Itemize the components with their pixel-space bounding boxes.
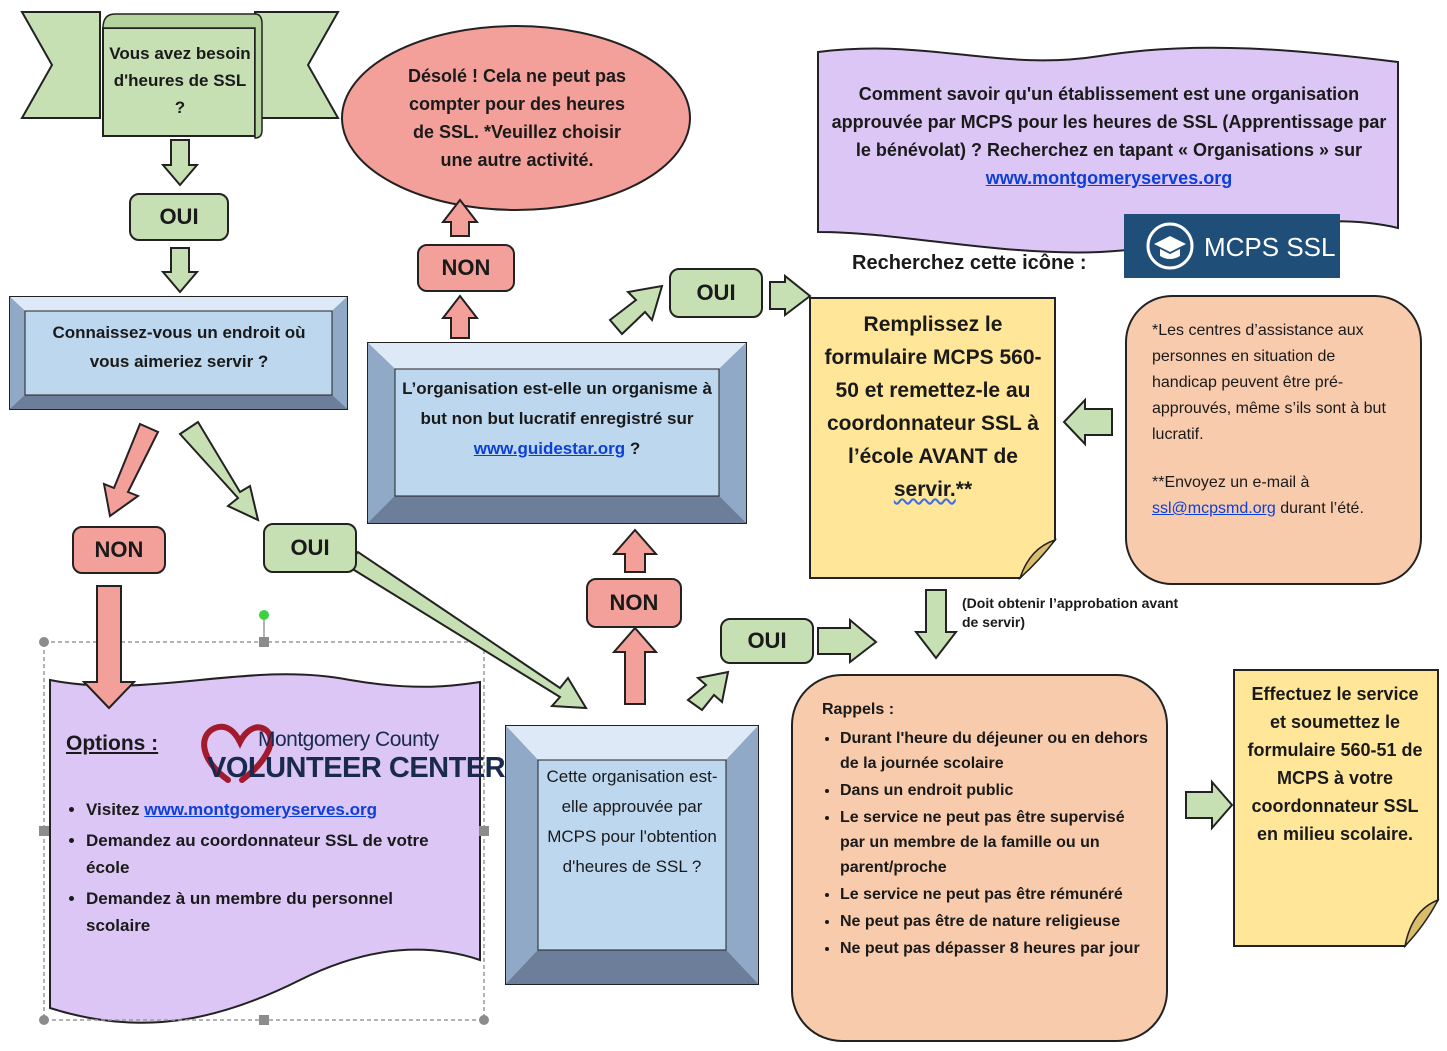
oui-label-4: OUI [720, 618, 814, 664]
fill-form-servir: servir. [893, 478, 956, 501]
list-item: Dans un endroit public [840, 778, 1152, 803]
how-to-know-banner [817, 46, 1399, 254]
guidestar-link[interactable]: www.guidestar.org [473, 439, 626, 458]
montgomeryserves-link-2[interactable]: www.montgomeryserves.org [144, 800, 377, 819]
start-ribbon [20, 11, 340, 139]
list-item: Ne peut pas être de nature religieuse [840, 909, 1152, 934]
option-prefix: Visitez [86, 800, 145, 819]
resize-handle-tl[interactable] [39, 637, 49, 647]
know-place-box [9, 296, 348, 410]
resize-handle-l[interactable] [39, 826, 49, 836]
list-item: Ne peut pas dépasser 8 heures par jour [840, 936, 1152, 961]
nonprofit-box [367, 342, 747, 524]
reminders-content: Rappels : Durant l'heure du déjeuner ou … [822, 697, 1152, 963]
search-icon-label: Recherchez cette icône : [852, 252, 1087, 274]
approved-box [505, 725, 759, 985]
arrow [81, 198, 659, 710]
oui-label-3: OUI [263, 523, 357, 573]
list-item: Le service ne peut pas être rémunéré [840, 882, 1152, 907]
montgomeryserves-link[interactable]: www.montgomeryserves.org [985, 168, 1233, 188]
list-item: Visitez www.montgomeryserves.org [86, 796, 458, 823]
reminders-title: Rappels : [822, 701, 895, 718]
how-to-know-text: Comment savoir qu'un établissement est u… [828, 80, 1390, 192]
arrow [160, 139, 1234, 831]
note-p2: **Envoyez un e-mail à ssl@mcpsmd.org dur… [1152, 470, 1404, 522]
rotate-handle[interactable] [259, 610, 269, 620]
non-label-2: NON [72, 526, 166, 574]
sorry-text: Désolé ! Cela ne peut pas compter pour d… [407, 66, 627, 170]
list-item: Demandez au coordonnateur SSL de votre é… [86, 827, 458, 881]
note-p2-suffix: durant l’été. [1275, 500, 1364, 517]
options-items: Visitez www.montgomeryserves.org Demande… [68, 796, 458, 939]
reminders-box [791, 674, 1168, 1042]
start-text: Vous avez besoin d'heures de SSL ? [109, 44, 251, 117]
resize-handle-t[interactable] [259, 637, 269, 647]
graduation-cap-icon [1146, 222, 1194, 270]
oui-label-2: OUI [669, 268, 763, 318]
approval-note: (Doit obtenir l’approbation avant de ser… [962, 595, 1179, 630]
fill-form-body: Remplissez le formulaire MCPS 560-50 et … [824, 313, 1042, 468]
non-label-3: NON [586, 578, 682, 628]
email-link[interactable]: ssl@mcpsmd.org [1152, 500, 1276, 517]
note-p1: *Les centres d’assistance aux personnes … [1152, 322, 1386, 443]
logo-line2: VOLUNTEER CENTER [207, 752, 506, 784]
nonprofit-suffix: ? [625, 439, 641, 458]
note-text: *Les centres d’assistance aux personnes … [1152, 318, 1404, 522]
resize-handle-b[interactable] [259, 1015, 269, 1025]
mcps-badge-text: MCPS SSL [1204, 232, 1336, 262]
note-p2-prefix: **Envoyez un e-mail à [1152, 474, 1310, 491]
options-title: Options : [66, 732, 159, 755]
options-list: Visitez www.montgomeryserves.org Demande… [68, 788, 458, 943]
non-label-1: NON [417, 244, 515, 292]
sorry-ellipse [341, 25, 691, 211]
list-item: Durant l'heure du déjeuner ou en dehors … [840, 726, 1152, 776]
resize-handle-bl[interactable] [39, 1015, 49, 1025]
oui-label-1: OUI [129, 193, 229, 241]
fill-form-text: Remplissez le formulaire MCPS 560-50 et … [816, 308, 1050, 506]
know-place-text: Connaissez-vous un endroit où vous aimer… [52, 323, 306, 371]
list-item: Le service ne peut pas être supervisé pa… [840, 805, 1152, 880]
note-box [1125, 295, 1422, 585]
nonprofit-text: L’organisation est-elle un organisme à b… [398, 374, 716, 464]
fill-form-stars: ** [955, 478, 973, 501]
logo-line1: Montgomery County [258, 728, 439, 751]
reminders-list: Durant l'heure du déjeuner ou en dehors … [822, 726, 1152, 961]
how-to-know-body: Comment savoir qu'un établissement est u… [831, 84, 1387, 160]
heart-icon [201, 723, 274, 783]
resize-handle-br[interactable] [479, 1015, 489, 1025]
list-item: Demandez à un membre du personnel scolai… [86, 885, 458, 939]
options-banner [49, 673, 481, 1024]
nonprofit-body: L’organisation est-elle un organisme à b… [402, 379, 712, 428]
final-note [1233, 669, 1440, 949]
approved-text: Cette organisation est-elle approuvée pa… [546, 767, 718, 876]
resize-handle-r[interactable] [479, 826, 489, 836]
fill-form-note [809, 297, 1058, 581]
final-text: Effectuez le service et soumettez le for… [1247, 684, 1423, 844]
